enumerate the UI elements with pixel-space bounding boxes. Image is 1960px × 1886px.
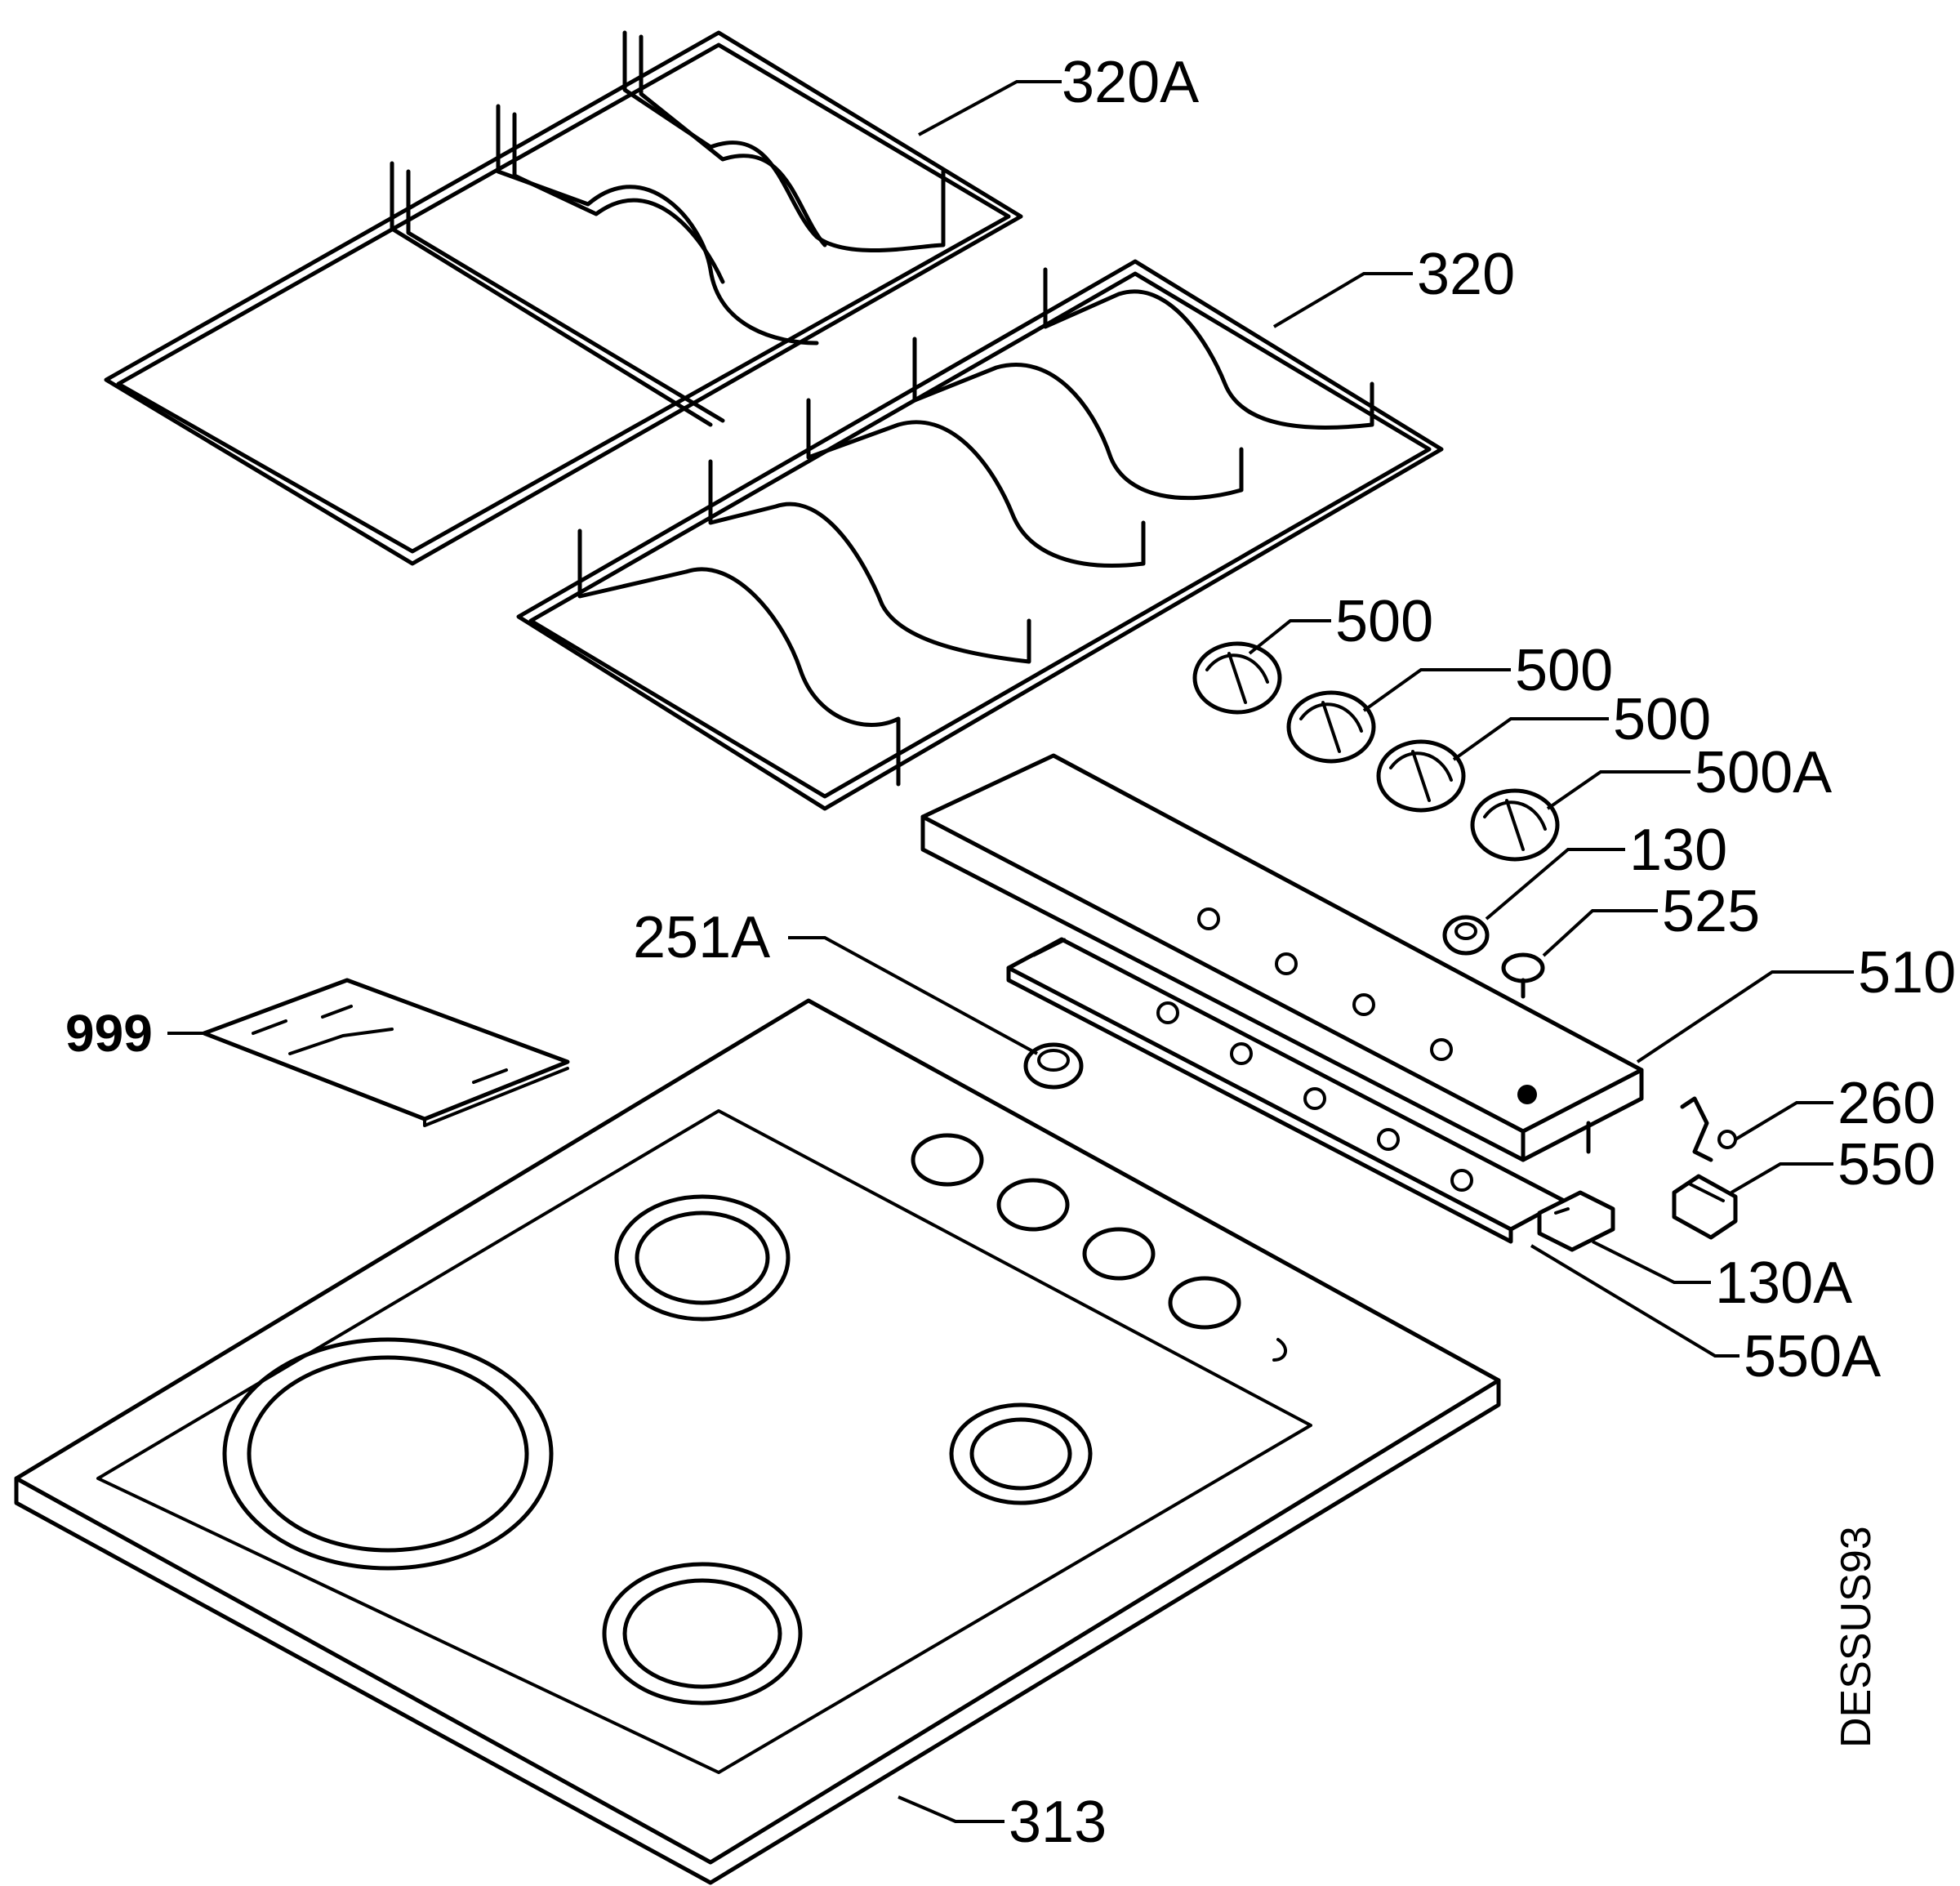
part-130 <box>1442 915 1490 956</box>
part-260 <box>1680 1096 1737 1162</box>
label-550: 550 <box>1838 1132 1936 1197</box>
burner-right <box>949 1402 1093 1505</box>
burner-front-center <box>602 1562 803 1705</box>
pan-support-320 <box>516 259 1444 811</box>
burner-front-left-large <box>222 1337 554 1571</box>
knob-500-1 <box>1192 641 1282 715</box>
instruction-booklet-999 <box>202 978 570 1127</box>
drawing-reference: DESSUS93 <box>1833 1526 1880 1748</box>
part-labels: 320A 320 500 500 500 500A 130 525 510 25… <box>65 50 1956 1855</box>
knob-500A <box>1470 788 1560 862</box>
pan-support-320A <box>104 30 1023 566</box>
label-313: 313 <box>1009 1790 1107 1855</box>
label-999: 999 <box>65 1004 153 1063</box>
label-525: 525 <box>1662 879 1760 944</box>
label-320: 320 <box>1417 242 1515 307</box>
part-525 <box>1501 952 1545 999</box>
part-251A <box>1023 1042 1084 1090</box>
label-500A: 500A <box>1695 740 1832 805</box>
label-130: 130 <box>1629 818 1727 883</box>
label-320A: 320A <box>1062 50 1199 115</box>
label-260: 260 <box>1838 1071 1936 1136</box>
label-500-2: 500 <box>1515 638 1613 703</box>
leader-lines <box>167 80 1854 1823</box>
label-251A: 251A <box>633 905 770 970</box>
label-500-3: 500 <box>1613 687 1711 752</box>
part-130A <box>1537 1190 1615 1252</box>
label-130A: 130A <box>1715 1251 1852 1316</box>
control-panel-510 <box>920 753 1644 1162</box>
control-knobs <box>1192 641 1560 862</box>
hob-top-313 <box>14 998 1501 1885</box>
burner-back-left <box>614 1194 791 1322</box>
label-500-1: 500 <box>1335 589 1433 654</box>
knob-500-3 <box>1376 739 1466 813</box>
part-550 <box>1672 1174 1738 1240</box>
label-550A: 550A <box>1744 1324 1881 1389</box>
small-parts <box>1023 915 1738 1252</box>
label-510: 510 <box>1858 940 1956 1005</box>
knob-500-2 <box>1286 690 1376 764</box>
knob-holes <box>911 1133 1287 1362</box>
